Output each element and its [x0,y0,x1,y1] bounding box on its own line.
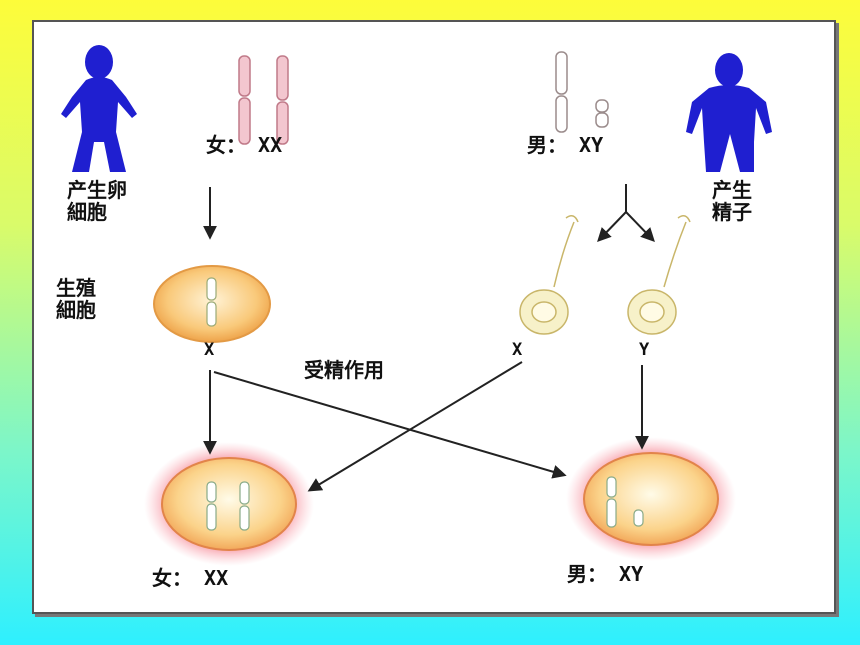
produce-egg-cell-label: 产生卵 細胞 [67,178,127,224]
male-xy-bottom-label: 男： XY [567,562,644,586]
sperm-y-label: Y [639,340,650,360]
male-chromosome-pair-icon [555,51,609,133]
egg-cell-icon [153,265,271,343]
female-xx-top-label: 女： XX [206,133,283,157]
diagram-panel: 女： XX 男： XY 产生卵 細胞 产生 精子 生殖 細胞 X X Y 受精作… [32,20,836,614]
male-zygote-icon [566,437,736,561]
germ-cell-label: 生殖 細胞 [56,276,96,322]
arrow-male-to-sperm-y [625,211,655,243]
arrow-sperm-x-to-female-zygote [307,361,523,492]
female-chromosome-pair-icon [238,55,289,145]
arrow-egg-to-male-zygote [213,371,567,479]
male-xy-top-label: 男： XY [527,133,604,157]
diagram-canvas [61,45,772,566]
female-figure-icon [61,45,137,172]
arrow-male-to-sperm-x [597,211,627,243]
male-figure-icon [686,53,772,172]
female-zygote-icon [144,442,314,566]
female-xx-bottom-label: 女： XX [152,566,229,590]
fertilization-label: 受精作用 [304,358,384,382]
sperm-x-label: X [512,340,523,360]
sperm-y-icon [627,215,691,335]
egg-x-label: X [204,340,215,360]
produce-sperm-label: 产生 精子 [712,178,752,224]
sperm-x-icon [519,215,579,335]
